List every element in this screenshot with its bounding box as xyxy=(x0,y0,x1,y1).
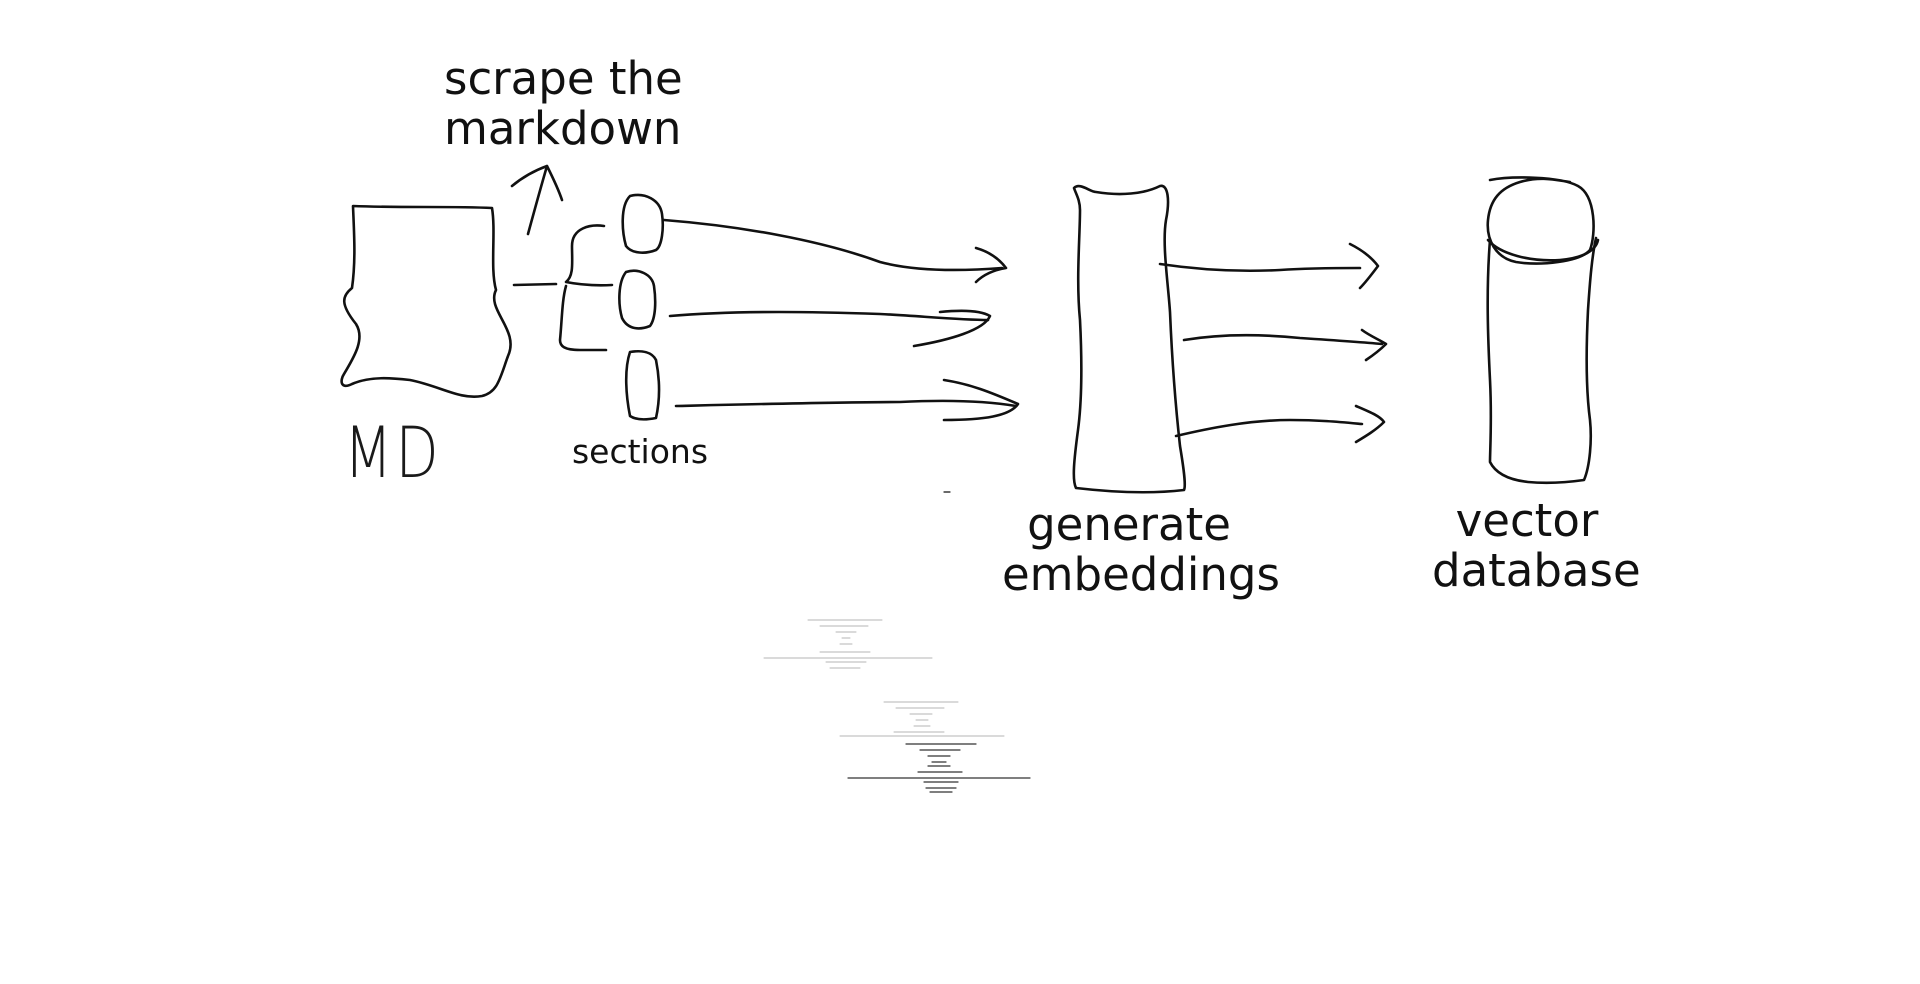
database-label: vector database xyxy=(1432,494,1641,598)
md-document-shape xyxy=(340,204,512,399)
sections-label: sections xyxy=(571,432,709,471)
faint-artifact-group xyxy=(763,619,1005,737)
embedding-arrow-1 xyxy=(1158,242,1380,290)
dark-artifact-group xyxy=(847,743,1031,793)
md-to-sections-connector xyxy=(512,282,558,287)
scrape-label-line-2: markdown xyxy=(444,102,682,156)
section-arrow-3 xyxy=(674,378,1020,422)
embeddings-block-shape xyxy=(1072,184,1187,494)
md-label: MD xyxy=(344,412,442,494)
scrape-label-line-1: scrape the xyxy=(444,52,683,105)
sections-bracket xyxy=(558,224,614,352)
section-box-3 xyxy=(624,349,661,421)
embedding-arrow-3 xyxy=(1174,404,1386,444)
embeddings-label-line-1: generate xyxy=(1027,498,1231,551)
embeddings-label: generate embeddings xyxy=(1002,498,1280,602)
embeddings-label-line-2: embeddings xyxy=(1002,548,1280,602)
section-arrow-2 xyxy=(668,309,992,348)
scrape-label: scrape the markdown xyxy=(444,52,683,156)
embedding-arrow-2 xyxy=(1182,328,1388,362)
scrape-arrow-icon xyxy=(510,164,564,236)
database-cylinder-top xyxy=(1486,176,1595,265)
section-box-1 xyxy=(621,193,665,254)
section-arrow-1 xyxy=(662,218,1008,284)
database-cylinder-body xyxy=(1486,236,1598,485)
section-box-2 xyxy=(618,269,657,330)
database-label-line-1: vector xyxy=(1455,494,1599,547)
database-label-line-2: database xyxy=(1432,544,1641,598)
